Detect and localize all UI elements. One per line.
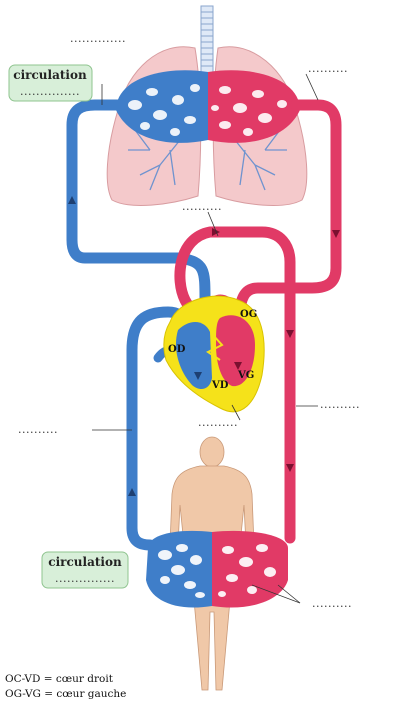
- arrow-down-pulm-vein: [332, 230, 340, 238]
- box-bottom-dots: ...............: [55, 572, 115, 585]
- heart-labels: OG OD VG VD: [168, 309, 257, 391]
- arrow-down-aorta-2: [286, 464, 294, 472]
- box-top-title: circulation: [13, 68, 87, 82]
- box-systemic-circulation: circulation ...............: [41, 551, 129, 589]
- arrow-down-aorta-1: [286, 330, 294, 338]
- legend-left-heart: OG-VG = cœur gauche: [5, 688, 126, 700]
- lung-capillary-network: [116, 70, 300, 143]
- head: [199, 436, 225, 468]
- label-heart-below: ..........: [198, 416, 238, 429]
- pulmonary-vein: [234, 99, 342, 321]
- heart: [163, 295, 265, 413]
- trachea: [200, 5, 214, 87]
- label-lungs-top: ..............: [70, 32, 126, 45]
- leader-lines: [92, 73, 319, 604]
- blank-labels: .............. .......... .......... ...…: [18, 32, 360, 610]
- legend-right-heart: OC-VD = cœur droit: [5, 673, 114, 685]
- box-top-dots: ...............: [20, 85, 80, 98]
- flow-arrows: [68, 196, 340, 496]
- arrow-heart-vg: [234, 362, 242, 370]
- label-vg: VG: [237, 370, 254, 381]
- label-og: OG: [240, 309, 257, 320]
- arrow-up-left-top: [68, 196, 76, 204]
- arrow-heart-vd: [194, 372, 202, 380]
- box-bottom-title: circulation: [48, 555, 122, 569]
- label-pulmonary-vein: ..........: [308, 62, 348, 75]
- legend: OC-VD = cœur droit OG-VG = cœur gauche: [5, 673, 126, 700]
- body-capillary-network: [146, 530, 288, 608]
- label-artery-right: ..........: [320, 398, 360, 411]
- label-vein-left: ..........: [18, 423, 58, 436]
- arrow-up-vena-cava: [128, 488, 136, 496]
- label-capillaries-right: ..........: [312, 597, 352, 610]
- pulmonary-artery: [66, 99, 211, 306]
- label-vd: VD: [211, 380, 229, 391]
- left-heart: [216, 315, 255, 387]
- box-pulmonary-circulation: circulation ...............: [8, 64, 93, 102]
- label-aorta-top: ..........: [182, 200, 222, 213]
- right-heart: [175, 321, 212, 390]
- label-od: OD: [168, 344, 186, 355]
- pulmonary-circuit: [66, 99, 342, 321]
